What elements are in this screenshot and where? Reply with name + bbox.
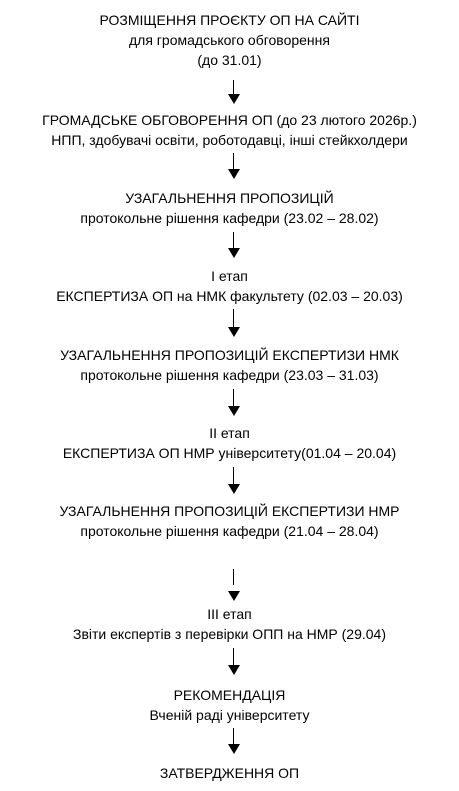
step-5-title: УЗАГАЛЬНЕННЯ ПРОПОЗИЦІЙ ЕКСПЕРТИЗИ НМК: [60, 347, 399, 363]
step-7-subtitle: протокольне рішення кафедри (21.04 – 28.…: [80, 523, 379, 539]
step-4-title: ЕКСПЕРТИЗА ОП на НМК факультету (02.03 –…: [56, 288, 403, 304]
flow-connector-line: [233, 569, 234, 585]
step-3-title: УЗАГАЛЬНЕННЯ ПРОПОЗИЦІЙ: [125, 190, 334, 206]
step-7-title: УЗАГАЛЬНЕННЯ ПРОПОЗИЦІЙ ЕКСПЕРТИЗИ НМР: [59, 503, 400, 519]
step-8-title: Звіти експертів з перевірки ОПП на НМР (…: [73, 626, 386, 642]
step-3-subtitle: протокольне рішення кафедри (23.02 – 28.…: [80, 210, 379, 226]
step-8-stage: ІІІ етап: [207, 606, 252, 622]
step-5-subtitle: протокольне рішення кафедри (23.03 – 31.…: [80, 367, 379, 383]
step-1-deadline: (до 31.01): [197, 52, 262, 68]
step-10-title: ЗАТВЕРДЖЕННЯ ОП: [159, 765, 300, 781]
step-2-participants: НПП, здобувачі освіти, роботодавці, інші…: [51, 132, 408, 148]
step-9-title: РЕКОМЕНДАЦІЯ: [173, 687, 286, 703]
step-1-subtitle: для громадського обговорення: [129, 32, 330, 48]
step-4-stage: І етап: [211, 268, 248, 284]
step-9-subtitle: Вченій раді університету: [149, 707, 310, 723]
step-6-title: ЕКСПЕРТИЗА ОП НМР університету(01.04 – 2…: [62, 445, 397, 461]
step-2-title: ГРОМАДСЬКЕ ОБГОВОРЕННЯ ОП (до 23 лютого …: [42, 112, 417, 128]
step-1-title: РОЗМІЩЕННЯ ПРОЄКТУ ОП НА САЙТІ: [99, 12, 360, 28]
step-6-stage: ІІ етап: [209, 425, 250, 441]
